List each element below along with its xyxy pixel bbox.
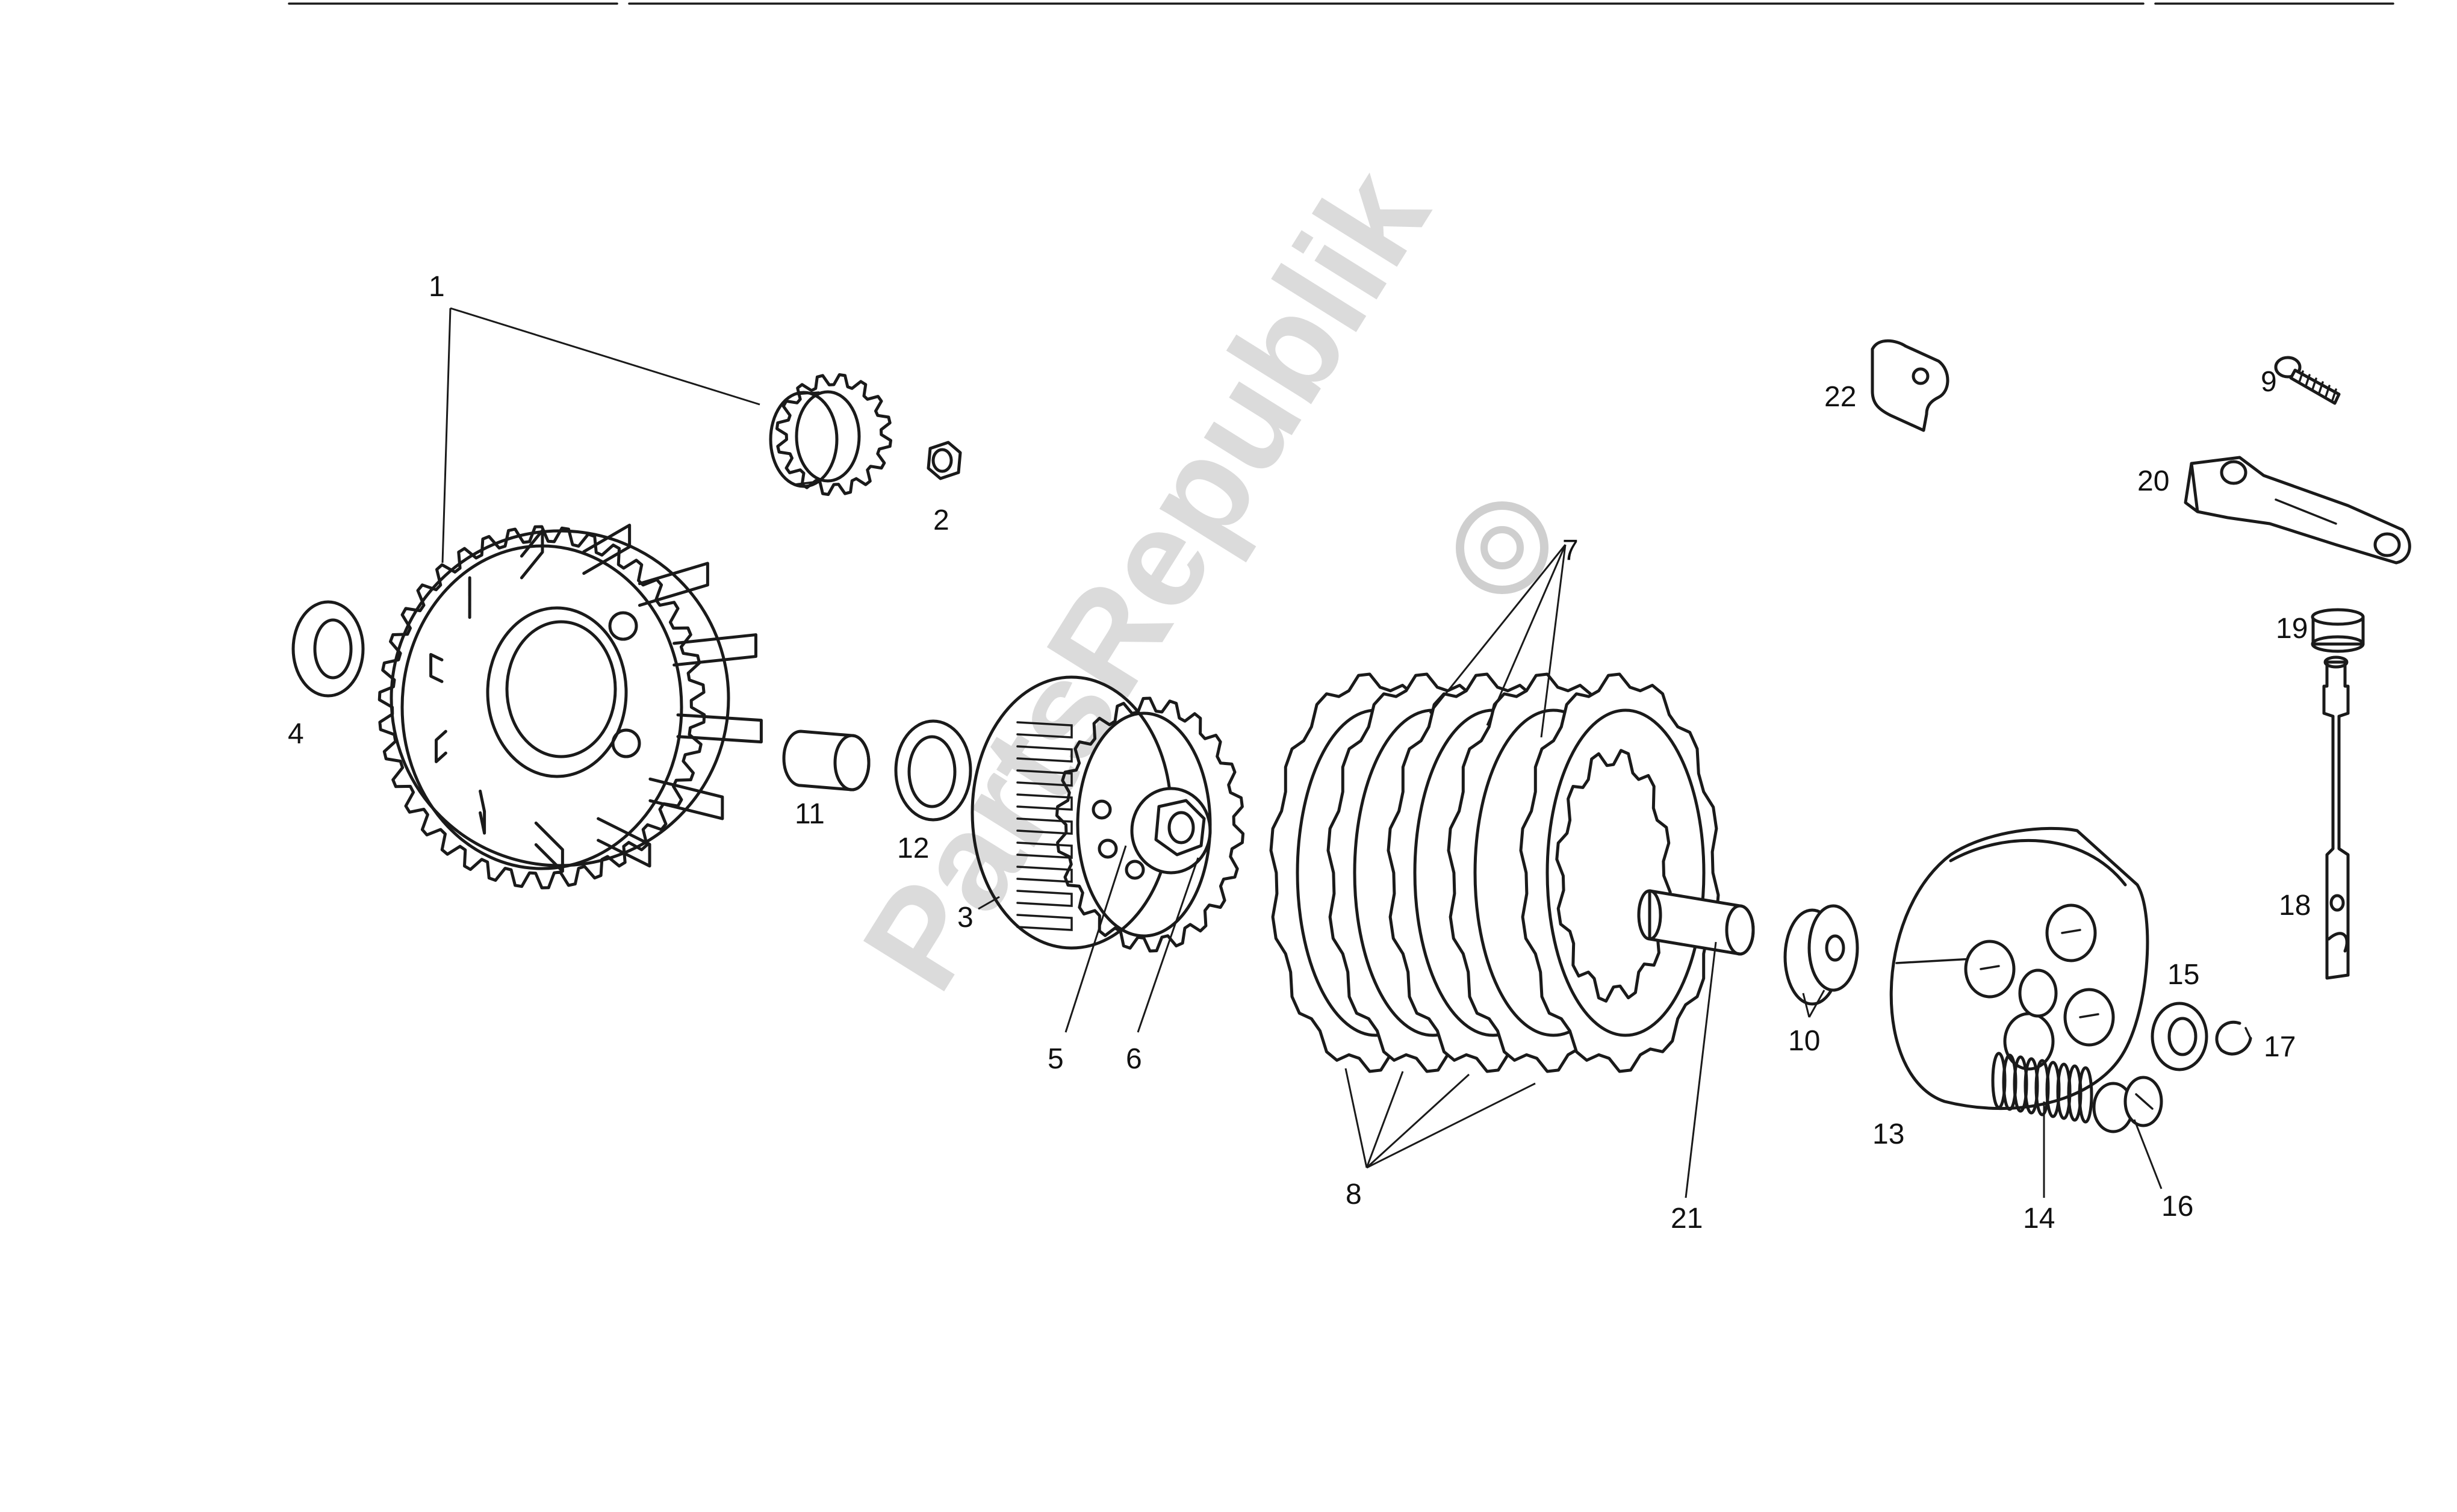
callout-3: 3 bbox=[957, 902, 974, 934]
screw-thread bbox=[2311, 377, 2317, 391]
pushrod-21 bbox=[1637, 889, 1755, 956]
hub-rib bbox=[1016, 793, 1073, 811]
nut bbox=[927, 441, 962, 480]
callout-6: 6 bbox=[1126, 1043, 1142, 1075]
clutch-plates bbox=[1269, 672, 1720, 1073]
bracket-22 bbox=[1871, 339, 1949, 432]
spring-14 bbox=[1991, 1052, 2093, 1124]
leader-lines bbox=[441, 307, 2163, 1198]
pressure-plate-13 bbox=[1889, 826, 2149, 1111]
callout-12: 12 bbox=[897, 832, 929, 864]
washer-15 bbox=[2151, 1002, 2208, 1071]
callout-19: 19 bbox=[2276, 613, 2308, 645]
callout-18: 18 bbox=[2279, 890, 2311, 922]
housing-finger bbox=[479, 789, 486, 835]
callout-22: 22 bbox=[1824, 381, 1856, 413]
housing-finger bbox=[676, 713, 763, 744]
housing-finger bbox=[672, 633, 757, 667]
callout-4: 4 bbox=[288, 718, 304, 750]
clutch-inner-hub bbox=[971, 675, 1245, 953]
release-lever-20 bbox=[2184, 456, 2411, 565]
housing-finger bbox=[534, 821, 564, 873]
spring-coil bbox=[2078, 1066, 2093, 1124]
bearing-10 bbox=[1783, 904, 1859, 1006]
callout-5: 5 bbox=[1048, 1043, 1064, 1075]
hub-rib bbox=[1016, 866, 1073, 883]
gear-watermark-icon bbox=[1456, 501, 1548, 594]
washer-4 bbox=[291, 600, 365, 698]
hub-rib bbox=[1016, 914, 1073, 931]
clutch-housing-gear bbox=[377, 523, 763, 890]
friction-plate bbox=[1519, 672, 1720, 1073]
callout-21: 21 bbox=[1671, 1203, 1703, 1235]
hub-rib bbox=[1016, 841, 1073, 859]
hub-rib bbox=[1016, 817, 1073, 835]
release-rod-18 bbox=[2322, 655, 2350, 980]
steel-plate-inner-teeth bbox=[1555, 749, 1672, 1003]
callout-1: 1 bbox=[429, 271, 445, 303]
circlip-17 bbox=[2215, 1020, 2252, 1056]
hub-rib bbox=[1016, 721, 1073, 739]
callout-8: 8 bbox=[1346, 1179, 1362, 1210]
callout-20: 20 bbox=[2137, 465, 2169, 497]
callout-9: 9 bbox=[2261, 366, 2277, 398]
screw-9 bbox=[2274, 356, 2341, 405]
screw-thread bbox=[2298, 370, 2304, 383]
hub-rib bbox=[1016, 745, 1073, 763]
screw-thread bbox=[2305, 374, 2311, 387]
callout-15: 15 bbox=[2167, 959, 2199, 991]
housing-finger bbox=[435, 730, 447, 763]
housing-finger bbox=[597, 817, 651, 868]
housing-finger bbox=[520, 528, 544, 580]
callout-17: 17 bbox=[2264, 1031, 2296, 1063]
callout-16: 16 bbox=[2161, 1191, 2193, 1222]
callout-11: 11 bbox=[795, 798, 825, 830]
hub-rib bbox=[1016, 890, 1073, 907]
screw-thread bbox=[2318, 381, 2324, 394]
seal-19 bbox=[2311, 608, 2365, 653]
callout-2: 2 bbox=[933, 504, 949, 536]
screw-thread bbox=[2325, 385, 2331, 398]
plate-inner-ring bbox=[1545, 708, 1706, 1037]
primary-drive-gear bbox=[769, 373, 892, 496]
screw-thread bbox=[2331, 388, 2337, 401]
callout-labels: 1 2 3 4 5 6 7 8 9 10 11 12 13 14 15 16 1… bbox=[288, 271, 2311, 1235]
screw-16 bbox=[2092, 1076, 2163, 1133]
bushing-11 bbox=[782, 730, 871, 792]
housing-finger bbox=[582, 523, 632, 575]
housing-finger bbox=[648, 777, 724, 820]
housing-finger bbox=[429, 652, 444, 683]
housing-finger bbox=[638, 562, 709, 607]
callout-7: 7 bbox=[1562, 534, 1579, 566]
callout-13: 13 bbox=[1872, 1118, 1904, 1150]
washer-12 bbox=[894, 719, 972, 822]
callout-10: 10 bbox=[1788, 1025, 1820, 1057]
hub-rib bbox=[1016, 769, 1073, 787]
callout-14: 14 bbox=[2023, 1203, 2055, 1235]
